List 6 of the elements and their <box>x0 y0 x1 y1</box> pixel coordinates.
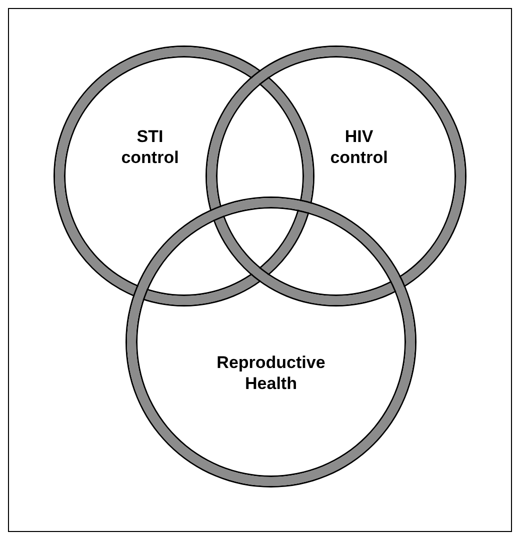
ring-circle <box>55 47 313 305</box>
ring-circle <box>127 198 415 486</box>
circle-label: Reproductive Health <box>216 352 326 394</box>
circle-label: STI control <box>120 126 180 168</box>
circle-label: HIV control <box>329 126 389 168</box>
ring-circle <box>207 47 465 305</box>
